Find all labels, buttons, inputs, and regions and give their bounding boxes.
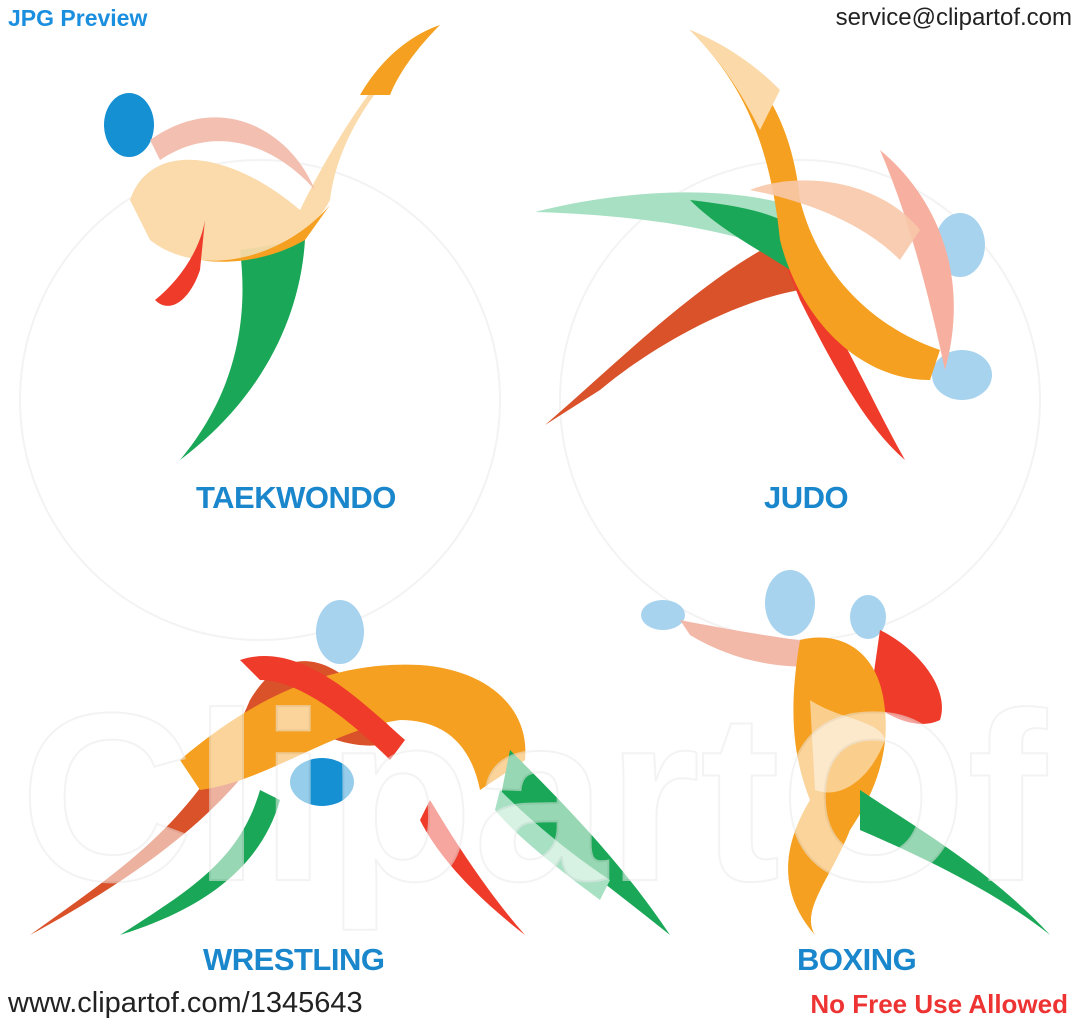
service-email: service@clipartof.com — [835, 4, 1072, 31]
label-wrestling: WRESTLING — [203, 942, 385, 977]
jpg-preview-label: JPG Preview — [8, 5, 148, 31]
usage-notice: No Free Use Allowed — [810, 989, 1068, 1019]
label-judo: JUDO — [764, 480, 849, 515]
wrestling-figure — [30, 600, 670, 935]
boxing-figure — [641, 570, 1050, 935]
label-taekwondo: TAEKWONDO — [196, 480, 396, 515]
label-boxing: BOXING — [797, 942, 917, 977]
judo-figure — [535, 30, 992, 460]
taekwondo-figure — [104, 25, 440, 460]
clipart-url: www.clipartof.com/1345643 — [8, 987, 363, 1019]
watermark: ClipartOf — [20, 663, 1048, 931]
